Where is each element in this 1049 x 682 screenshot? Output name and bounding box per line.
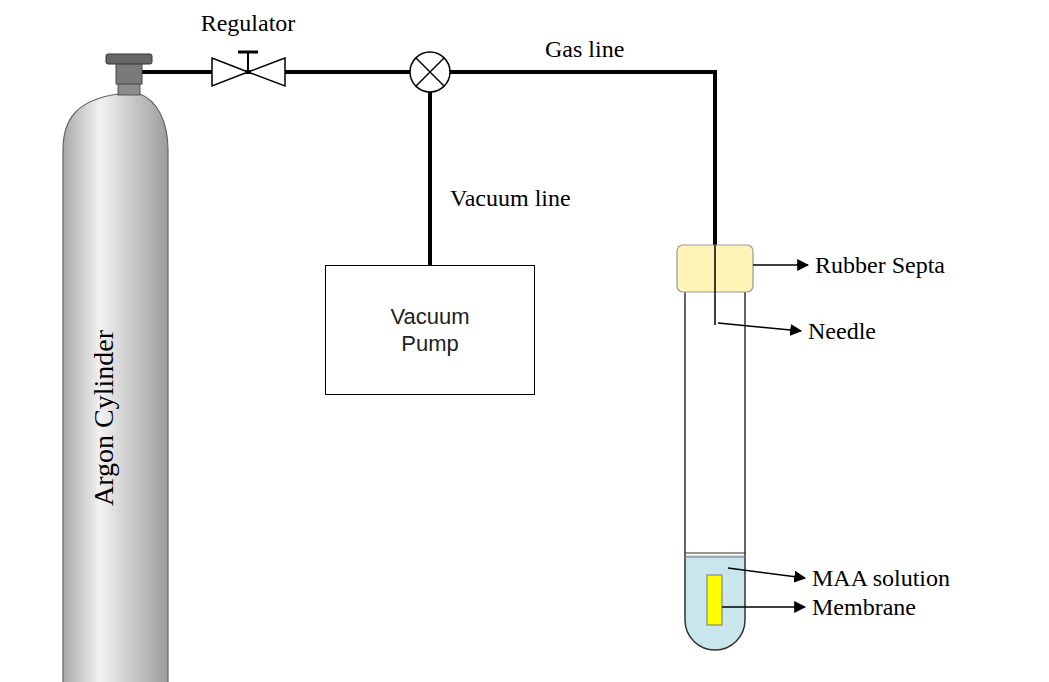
part-label: Vacuum line bbox=[450, 185, 571, 211]
part-label: Gas line bbox=[545, 36, 624, 62]
valve-symbol bbox=[410, 52, 450, 92]
part-label: Needle bbox=[808, 318, 876, 344]
part-label: Regulator bbox=[201, 10, 296, 36]
cylinder-label: Argon Cylinder bbox=[88, 330, 120, 506]
pump-label: Vacuum Pump bbox=[375, 303, 485, 358]
regulator-symbol bbox=[212, 52, 285, 86]
pump-box: Vacuum Pump bbox=[325, 265, 535, 395]
test-tube bbox=[685, 290, 745, 650]
membrane-strip bbox=[707, 575, 722, 625]
leader-arrow bbox=[753, 264, 808, 266]
part-label: Membrane bbox=[812, 594, 916, 620]
gas-line bbox=[430, 72, 715, 247]
part-label: Rubber Septa bbox=[815, 252, 945, 278]
part-label: MAA solution bbox=[812, 565, 950, 591]
needle bbox=[714, 245, 716, 325]
gas-cylinder: Argon Cylinder bbox=[10, 50, 170, 682]
leader-arrow bbox=[718, 323, 801, 331]
leader-arrow bbox=[722, 606, 805, 608]
gas-connector bbox=[170, 72, 430, 265]
leader-arrow bbox=[728, 568, 805, 578]
